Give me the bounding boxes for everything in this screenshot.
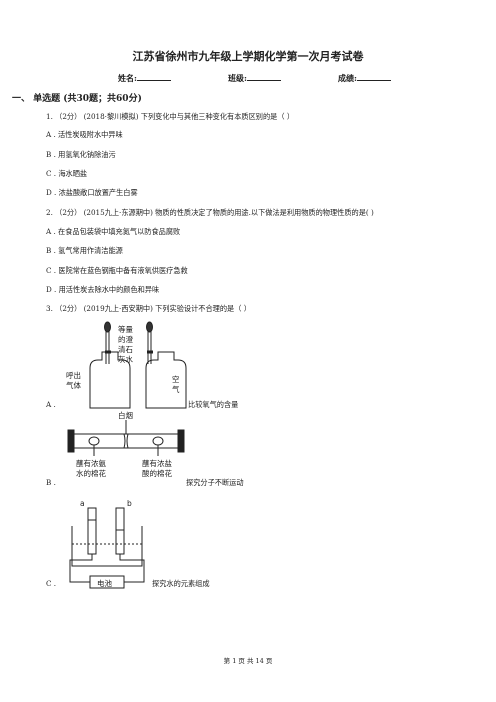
figure-a-label-4: 灰水 [118, 354, 133, 364]
question-3-option-a: A . [46, 400, 56, 409]
page-footer: 第 1 页 共 14 页 [223, 657, 273, 665]
name-field: 姓名: [118, 72, 171, 84]
figure-a-label-6: 气体 [66, 380, 81, 390]
page-title: 江苏省徐州市九年级上学期化学第一次月考试卷 [132, 50, 364, 63]
question-1-stem: 1. （2分） (2018·黎川模拟) 下列变化中与其他三种变化有本质区别的是（… [46, 112, 295, 121]
figure-c-battery-label: 电池 [97, 578, 112, 588]
figure-a-bottles-diagram: 等量 的澄 清石 灰水 呼出 气体 空 气 [66, 321, 187, 409]
figure-a-caption: 比较氧气的含量 [188, 400, 239, 409]
question-3-option-b: B . [46, 478, 56, 487]
figure-b-top-label: 白烟 [118, 410, 133, 420]
class-field: 班级: [228, 72, 281, 84]
question-2-option-a: A . 在食品包装袋中填充氮气以防食品腐败 [46, 227, 181, 236]
section-heading: 一、 单选题 (共30题；共60分) [12, 94, 142, 104]
score-blank [356, 72, 391, 81]
question-2-option-c: C . 医院常在蓝色钢瓶中备有液氧供医疗急救 [46, 266, 188, 275]
class-label: 班级: [228, 73, 247, 83]
figure-b-tube-diagram: 白烟 蘸有浓氨 水的棉花 蘸有浓盐 酸的棉花 [67, 410, 185, 478]
figure-a-label-8: 气 [172, 384, 180, 394]
question-2-option-d: D . 用活性炭去除水中的颜色和异味 [46, 285, 160, 294]
figure-b-right-label-2: 酸的棉花 [142, 468, 172, 478]
figure-a-label-3: 清石 [118, 344, 133, 354]
figure-c-tube-b-label: b [127, 499, 132, 508]
figure-a-label-5: 呼出 [66, 370, 81, 380]
question-3-option-c: C . [46, 579, 57, 588]
score-field: 成绩: [338, 72, 391, 84]
question-1-option-c: C . 海水晒盐 [46, 169, 88, 178]
figure-b-right-label-1: 蘸有浓盐 [142, 458, 172, 468]
figure-c-caption: 探究水的元素组成 [152, 579, 210, 588]
figure-a-label-1: 等量 [118, 324, 133, 334]
figure-b-left-label-1: 蘸有浓氨 [76, 458, 106, 468]
figure-b-caption: 探究分子不断运动 [186, 478, 244, 487]
question-3-stem: 3. （2分） (2019九上·西安期中) 下列实验设计不合理的是（ ） [46, 304, 251, 313]
name-label: 姓名: [118, 73, 137, 83]
figure-c-electrolysis-diagram: a b 电池 [69, 499, 145, 589]
figure-b-left-label-2: 水的棉花 [76, 468, 106, 478]
figure-a-label-2: 的澄 [118, 334, 133, 344]
class-blank [246, 72, 281, 81]
name-blank [136, 72, 171, 81]
question-1-option-d: D . 浓盐酸敞口放置产生白雾 [46, 188, 138, 197]
figure-a-label-7: 空 [172, 374, 180, 384]
score-label: 成绩: [338, 73, 357, 83]
figure-c-tube-a-label: a [80, 499, 85, 508]
question-2-option-b: B . 氢气常用作清洁能源 [46, 246, 123, 255]
question-2-stem: 2. （2分） (2015九上·东源期中) 物质的性质决定了物质的用途.以下做法… [46, 208, 374, 217]
question-1-option-a: A . 活性炭吸附水中异味 [46, 130, 123, 139]
question-1-option-b: B . 用氢氧化钠除油污 [46, 150, 116, 159]
